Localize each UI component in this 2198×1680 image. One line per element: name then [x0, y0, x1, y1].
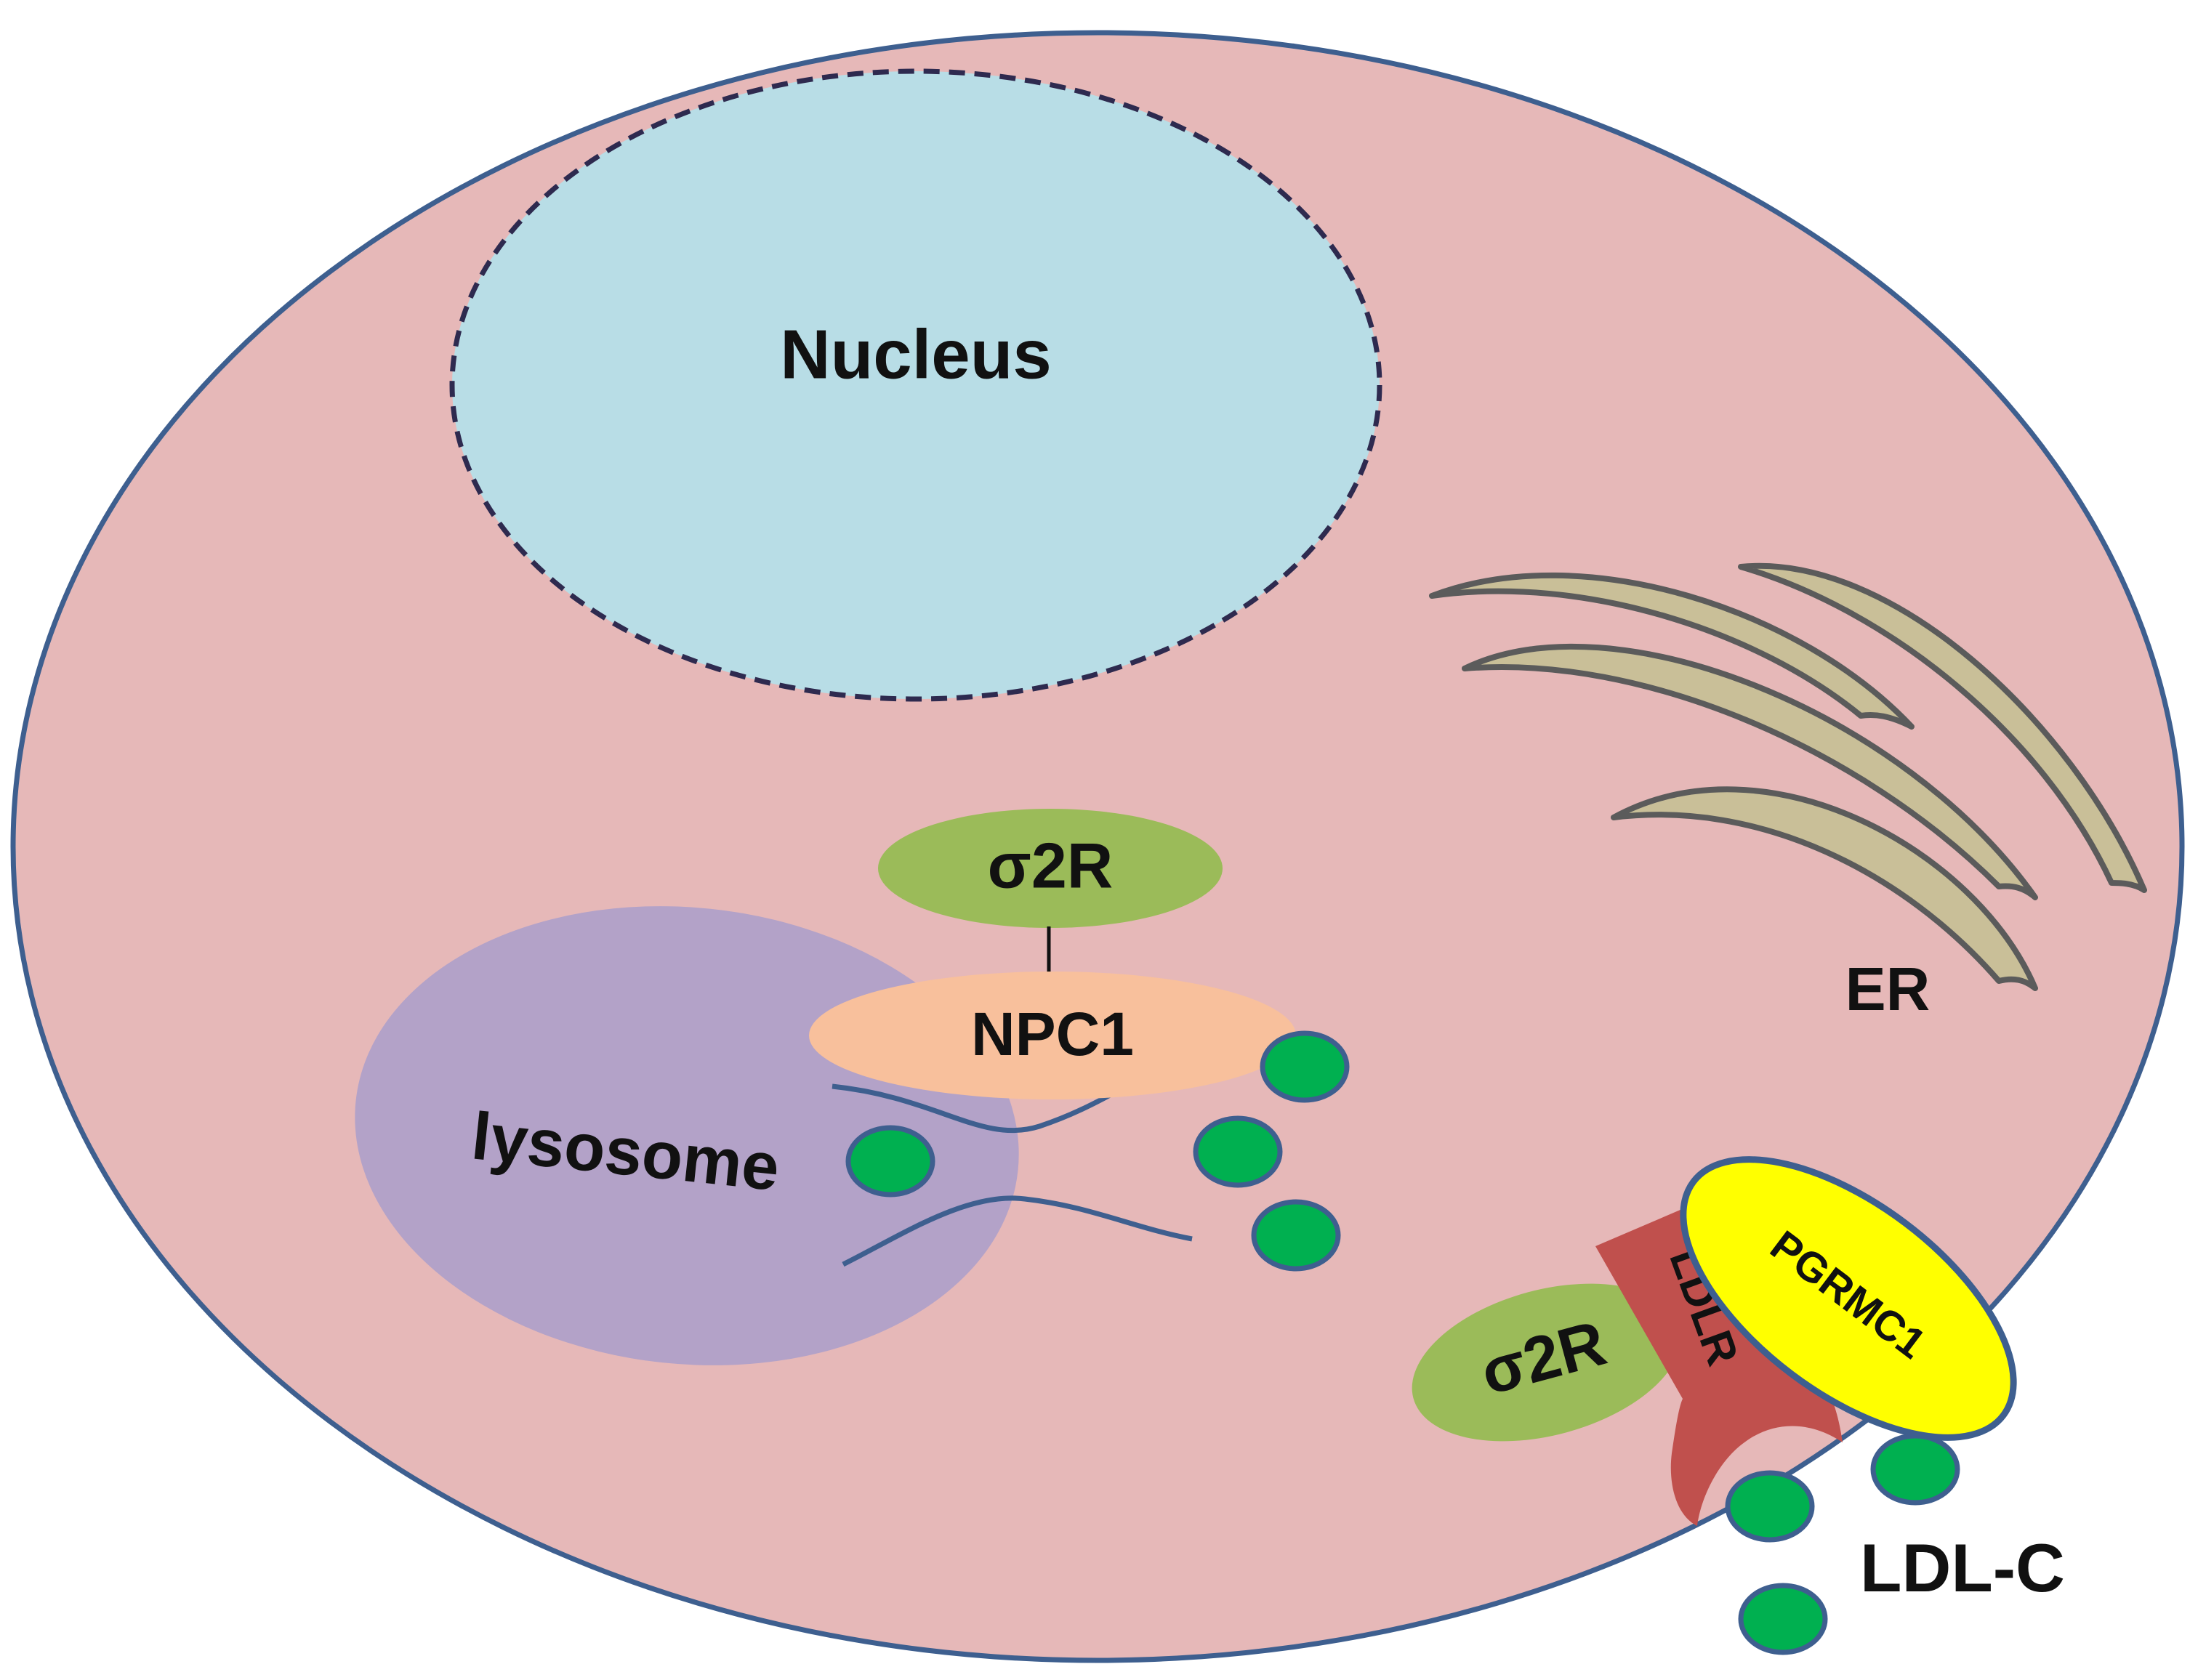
er-label: ER — [1845, 955, 1931, 1023]
ldl-particle — [1193, 1115, 1283, 1188]
er-cisterna-1 — [1429, 572, 1915, 730]
ldl-particle — [1738, 1583, 1828, 1655]
ldl-particle — [845, 1125, 935, 1198]
ldlr-receptor — [1595, 1192, 1843, 1526]
npc1 — [809, 972, 1296, 1099]
sigma2r-top-label: σ2R — [988, 829, 1114, 901]
ldl-particle — [1725, 1470, 1815, 1543]
sigma2r-bottom — [1412, 1283, 1682, 1442]
channel-lower-line — [842, 1195, 1193, 1267]
pgrmc1 — [1680, 1156, 2017, 1441]
npc1-label: NPC1 — [971, 1000, 1134, 1068]
er-cisterna-3 — [1462, 643, 2038, 900]
er-cisternae — [1429, 562, 2147, 991]
ldl-particles — [845, 1030, 1960, 1655]
er-cisterna-2 — [1738, 562, 2147, 893]
sigma2r-top — [878, 809, 1223, 928]
er-cisterna-4 — [1611, 786, 2038, 991]
ldl-particle — [1251, 1199, 1341, 1272]
ldl-particle — [1260, 1030, 1350, 1103]
nucleus-label: Nucleus — [780, 315, 1051, 393]
ldl-particle — [1870, 1433, 1960, 1506]
ldl-c-label: LDL-C — [1860, 1530, 2065, 1606]
nucleus — [449, 68, 1382, 702]
